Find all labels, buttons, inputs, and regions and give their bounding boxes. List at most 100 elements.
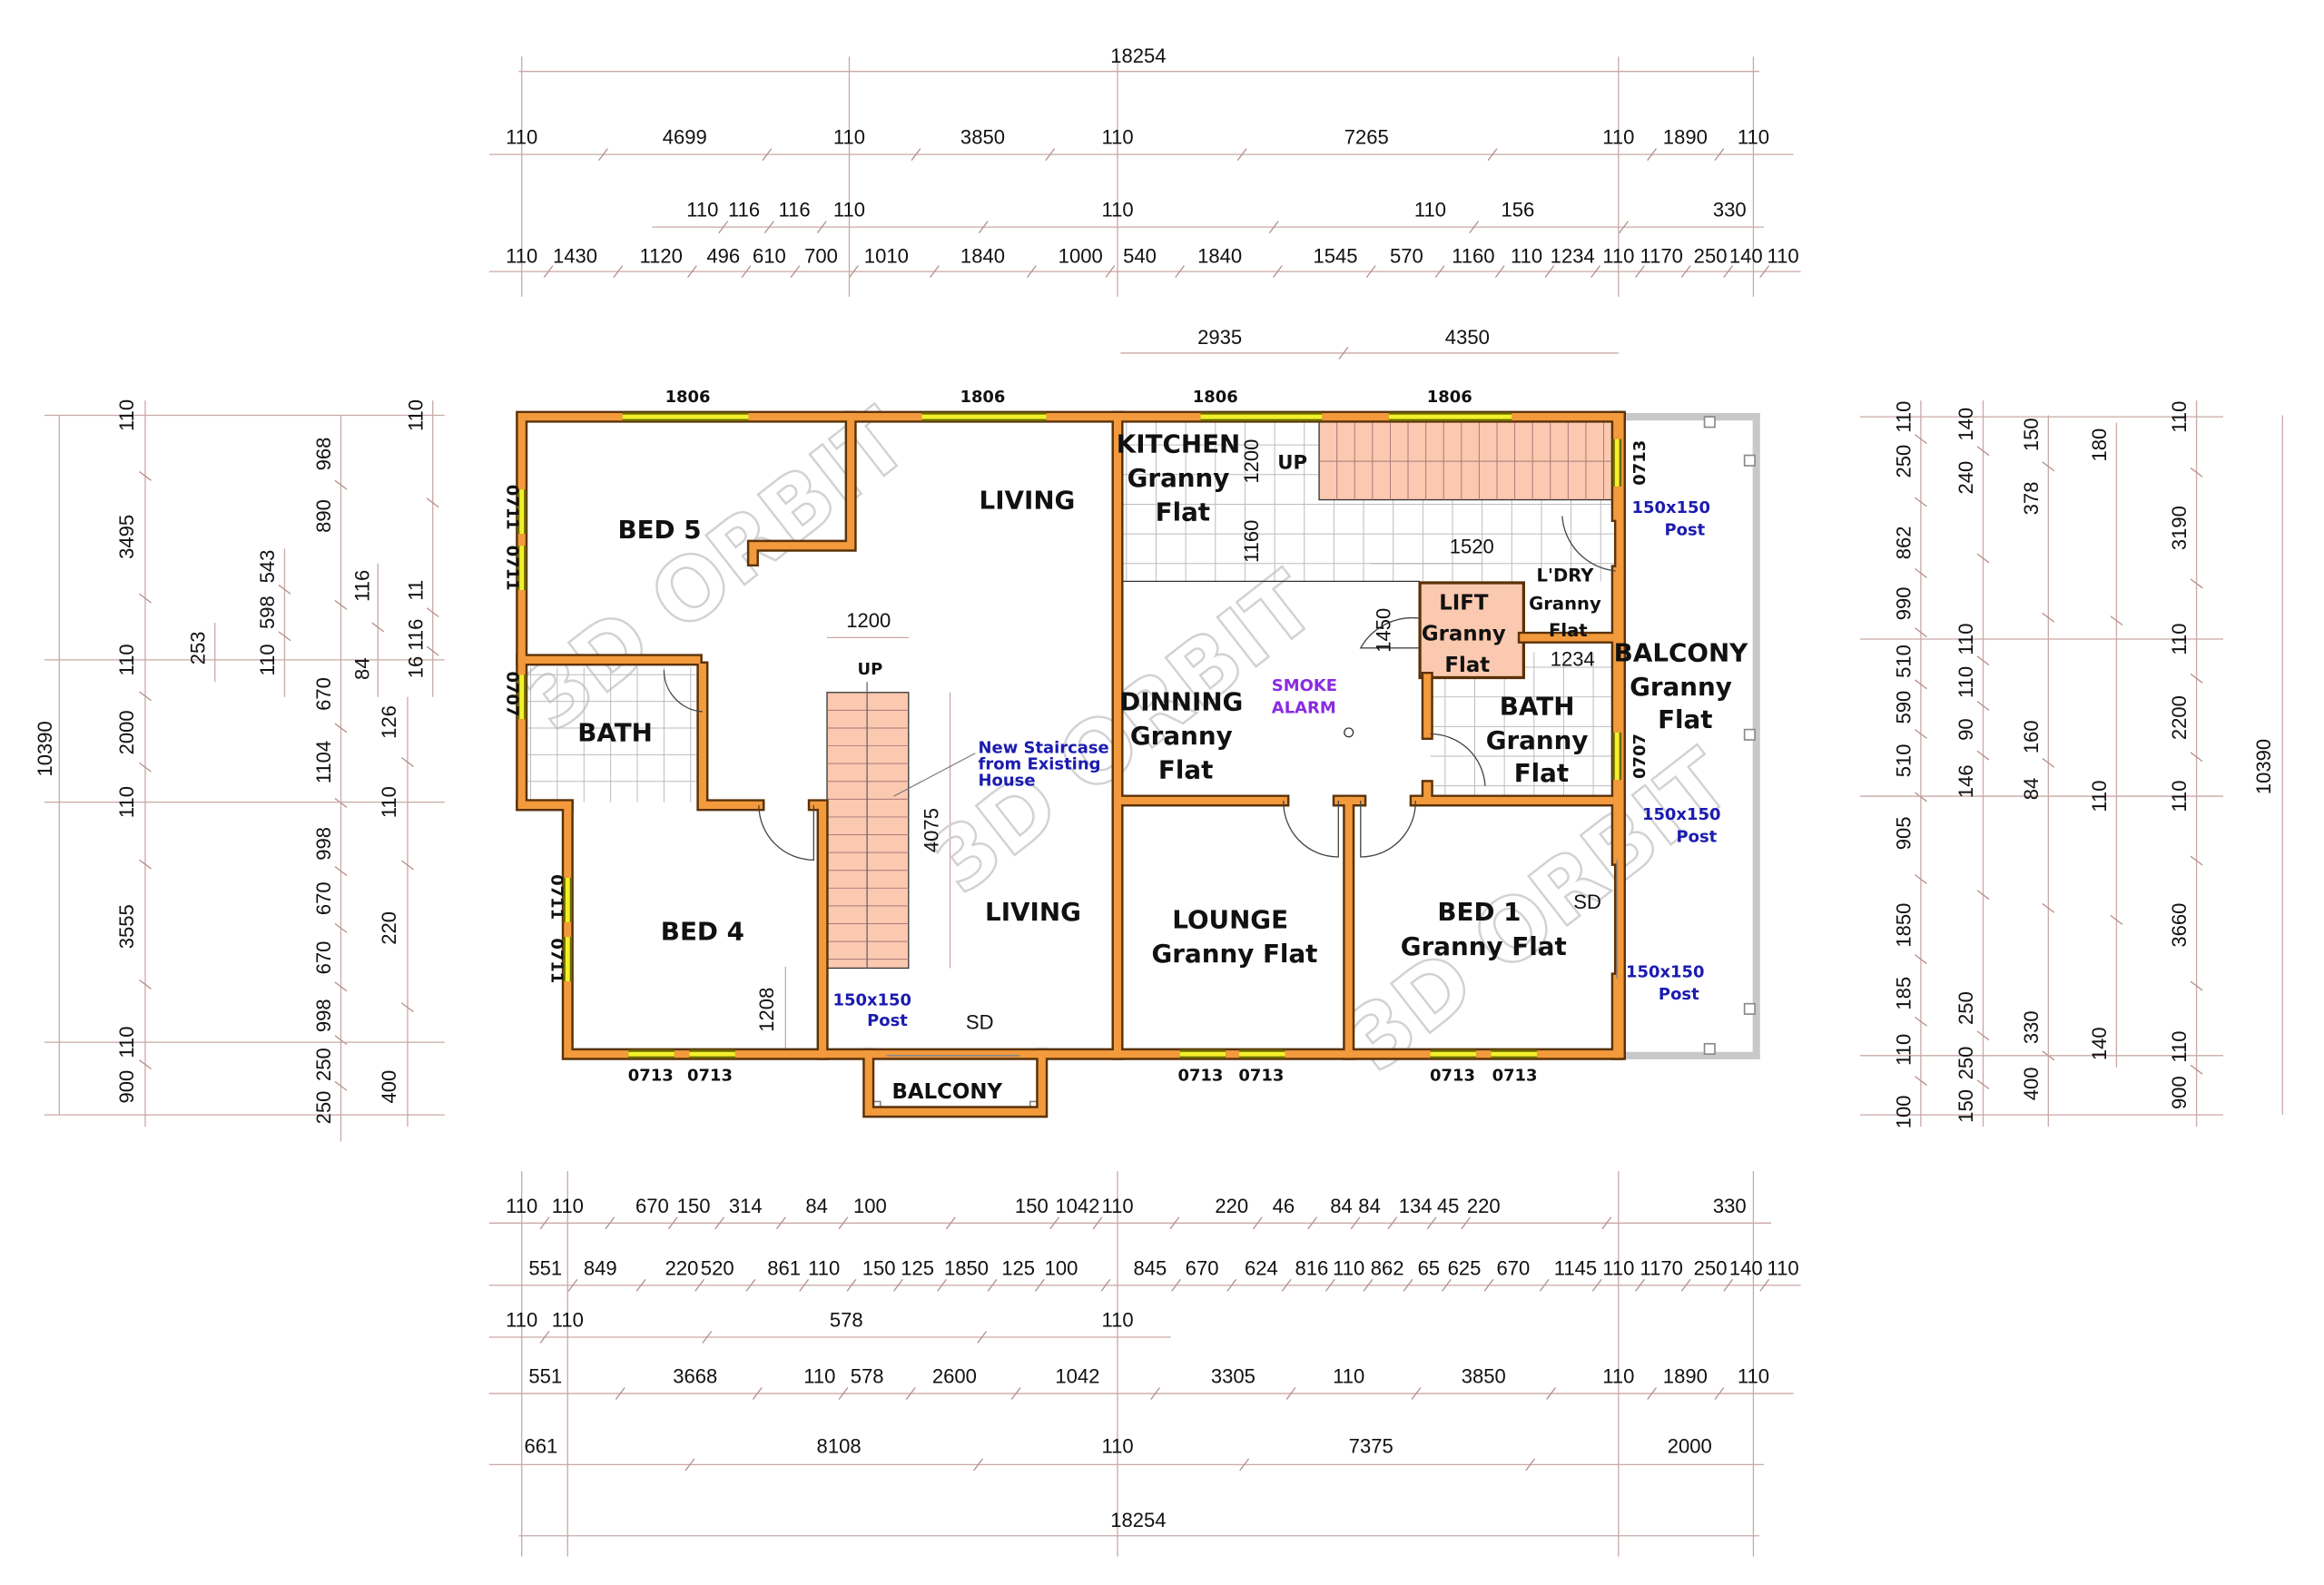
dimension-label: 1840 — [1197, 244, 1242, 267]
lift-shaft — [1418, 581, 1525, 680]
label-line: Flat — [1156, 497, 1210, 527]
dimension-label: 3305 — [1211, 1365, 1256, 1388]
dimension-label: 510 — [1892, 645, 1915, 678]
dimension-label: 46 — [1273, 1195, 1295, 1217]
dimension-label: 84 — [351, 657, 374, 680]
dimension-label: 84 — [1358, 1195, 1381, 1217]
dimension-label: 990 — [1892, 586, 1915, 620]
dimension-label: 250 — [312, 1048, 335, 1081]
dimension-label: 4350 — [1445, 326, 1490, 349]
sliding-door-label: SD — [1573, 891, 1601, 913]
dimension-label: 3668 — [673, 1365, 717, 1388]
dimension-label: 250 — [1955, 1047, 1977, 1080]
window-size-label: 1806 — [960, 388, 1005, 407]
window-size-label: 0711 — [502, 485, 521, 530]
dimension-label: 3495 — [115, 515, 138, 559]
dimension-label: 125 — [901, 1256, 934, 1279]
kitchen-staircase — [1318, 420, 1613, 501]
dimension-lines — [44, 56, 2283, 1557]
walls — [516, 410, 1627, 1118]
dimension-label: 4699 — [663, 126, 707, 149]
dimension-label: 140 — [1729, 244, 1763, 267]
dimension-label: 10390 — [2252, 739, 2275, 794]
dimension-label: 250 — [1955, 991, 1977, 1025]
dimension-label: 670 — [312, 677, 335, 711]
dimension-label: 110 — [1768, 244, 1799, 267]
window-size-label: 0713 — [1492, 1067, 1538, 1086]
label-line: Granny — [1130, 721, 1233, 751]
dimension-label: 250 — [1694, 1256, 1728, 1279]
dimension-label: 150 — [677, 1195, 711, 1217]
dimension-label: 110 — [256, 644, 279, 675]
room-bath-granny: BATH Granny Flat — [1486, 691, 1597, 787]
dimension-label: 110 — [378, 786, 400, 818]
dimension-label: 3850 — [1462, 1365, 1506, 1388]
room-bed4: BED 4 — [661, 916, 744, 946]
dimension-label: 624 — [1245, 1256, 1278, 1279]
dimension-label: 330 — [2020, 1010, 2043, 1044]
label-line: BALCONY — [1614, 638, 1748, 668]
dimension-label: 540 — [1123, 244, 1157, 267]
dimension-label: 220 — [378, 911, 400, 945]
label-line: LIFT — [1439, 591, 1489, 615]
dimension-label: 140 — [1729, 1256, 1763, 1279]
dimension-label: 110 — [1768, 1256, 1799, 1279]
window-size-label: 0713 — [628, 1067, 674, 1086]
dimension-label: 110 — [1333, 1256, 1364, 1279]
dimension-label: 110 — [1602, 126, 1634, 149]
dimension-label: 2200 — [2168, 695, 2191, 740]
window-size-label: 1806 — [1193, 388, 1238, 407]
dimension-label: 670 — [312, 881, 335, 915]
dimension-label: 890 — [312, 499, 335, 533]
dimension-label: 110 — [2088, 781, 2111, 812]
dimension-label: 125 — [1001, 1256, 1035, 1279]
dimension-label: 998 — [312, 999, 335, 1032]
room-laundry-granny: L'DRY Granny Flat — [1529, 565, 1607, 640]
balcony-granny-edge — [1620, 413, 1760, 1059]
dimension-label: 610 — [753, 244, 786, 267]
dimension-label: 1104 — [312, 741, 335, 783]
dimension-label: 150 — [1955, 1089, 1977, 1123]
dimension-label: 110 — [1955, 666, 1977, 698]
dimension-label: 400 — [378, 1070, 400, 1104]
window-size-label: 0713 — [1430, 1067, 1475, 1086]
dimension-label: 150 — [2020, 418, 2043, 451]
note-line: from Existing — [979, 755, 1101, 774]
dimension-label: 968 — [312, 438, 335, 471]
note-line: Post — [867, 1011, 908, 1030]
note-line: 150x150 — [1626, 962, 1704, 981]
dimension-label: 110 — [803, 1365, 835, 1388]
dimension-label: 240 — [1955, 461, 1977, 495]
dimension-label: 551 — [528, 1365, 562, 1388]
dimension-label: 1120 — [639, 244, 682, 267]
dimension-label: 1520 — [1450, 535, 1494, 557]
window-size-label: 0713 — [1177, 1067, 1223, 1086]
label-line: Granny — [1422, 623, 1506, 646]
dimension-label: 220 — [1467, 1195, 1501, 1217]
label-line: Flat — [1514, 758, 1569, 788]
dimension-label: 110 — [552, 1309, 584, 1332]
dimension-label: 84 — [2020, 778, 2043, 801]
dimension-label: 625 — [1448, 1256, 1482, 1279]
room-kitchen-granny: KITCHEN Granny Flat — [1117, 428, 1249, 527]
dimension-label: 250 — [1694, 244, 1728, 267]
dimension-label: 378 — [2020, 482, 2043, 516]
dimension-label: 84 — [805, 1195, 828, 1217]
dimension-label: 543 — [256, 550, 279, 584]
dimension-label: 2935 — [1197, 326, 1242, 349]
window-size-label: 1806 — [665, 388, 711, 407]
note-line: Post — [1677, 828, 1718, 847]
dimension-label: 110 — [1333, 1365, 1364, 1388]
dimension-label: 90 — [1955, 718, 1977, 741]
dimension-label: 1160 — [1452, 244, 1494, 267]
dimension-label: 900 — [2168, 1076, 2191, 1109]
label-line: Granny — [1529, 593, 1601, 614]
dimension-label: 1890 — [1663, 1365, 1708, 1388]
dimension-label: 160 — [2020, 720, 2043, 753]
dimension-label: 110 — [1101, 126, 1133, 149]
room-bed5: BED 5 — [617, 515, 701, 545]
dimension-label: 110 — [1101, 1434, 1133, 1457]
dimension-label: 3850 — [960, 126, 1005, 149]
